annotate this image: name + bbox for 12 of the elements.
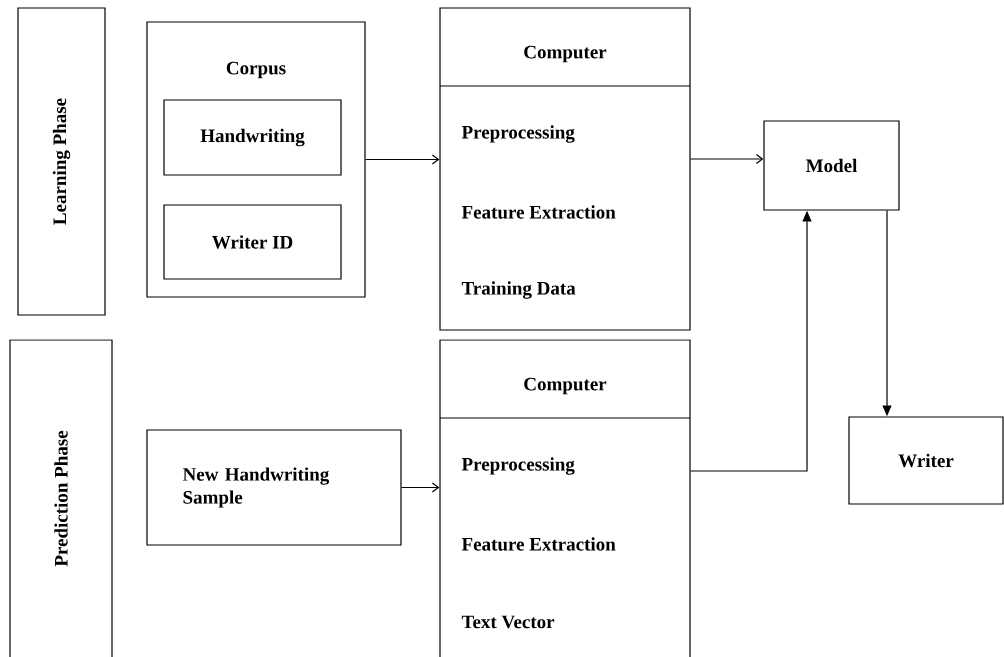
process-box: Writer xyxy=(848,416,1004,505)
arrow xyxy=(690,153,764,165)
computer-box: Computer Preprocessing Feature Extraction Training Data xyxy=(439,7,691,331)
process-box: Model xyxy=(763,120,900,211)
computer-box: Computer Preprocessing Feature Extraction Text Vector xyxy=(439,339,691,657)
process-box: Handwriting xyxy=(163,99,342,176)
arrow xyxy=(365,154,440,165)
process-box: Writer ID xyxy=(163,204,342,280)
arrow xyxy=(401,482,440,493)
phase-box: Prediction Phase xyxy=(9,339,113,657)
phase-box: Learning Phase xyxy=(17,7,106,316)
process-box: New Handwriting Sample xyxy=(146,429,402,546)
